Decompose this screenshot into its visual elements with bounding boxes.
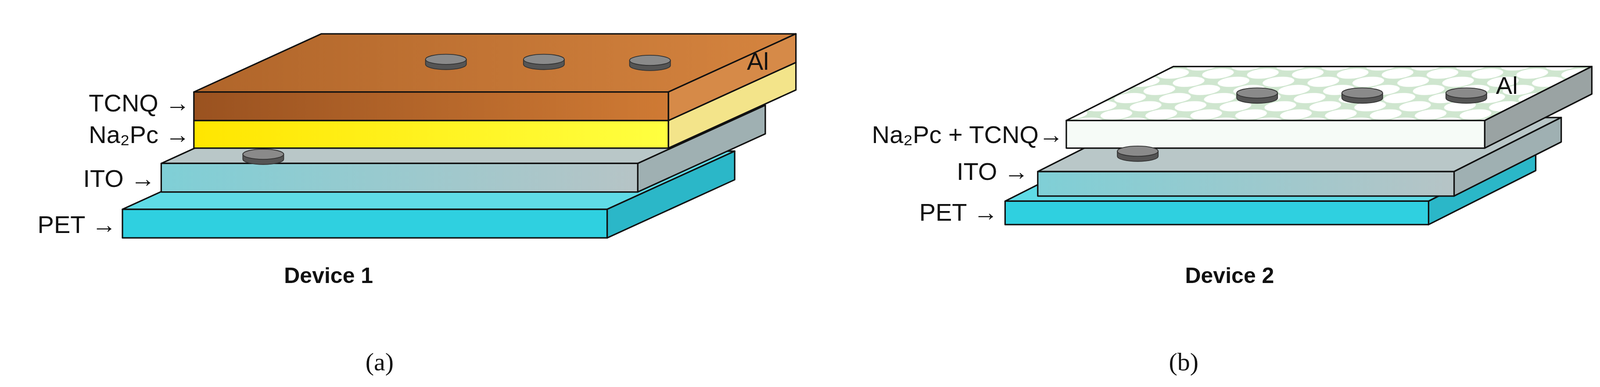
electrode-label: Al <box>746 49 769 74</box>
layer-label: PET → <box>37 212 117 237</box>
layer-label: ITO → <box>83 166 156 191</box>
layer-label: TCNQ → <box>88 90 190 116</box>
layer-label: Na₂Pc + TCNQ→ <box>871 122 1064 148</box>
layer-label: Na₂Pc → <box>88 122 190 148</box>
layer-label: PET → <box>919 200 998 225</box>
device-caption: Device 2 <box>1184 264 1274 287</box>
layer-label: ITO → <box>956 159 1029 184</box>
device-caption: Device 1 <box>283 264 374 287</box>
panel-letter: (b) <box>1168 349 1199 375</box>
panel-letter: (a) <box>365 349 394 375</box>
electrode-label: Al <box>1495 73 1518 98</box>
